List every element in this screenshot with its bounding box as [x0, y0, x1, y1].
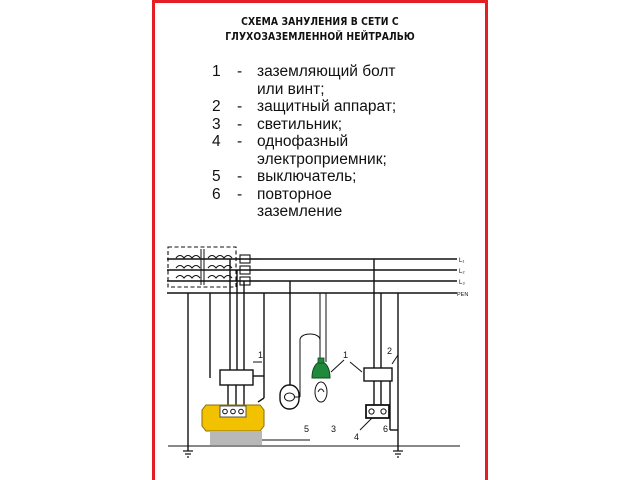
socket-icon	[359, 404, 390, 431]
line-label-l1: L₁	[459, 258, 464, 264]
receiver-branch	[349, 259, 399, 446]
legend-dash: -	[237, 115, 243, 133]
legend-item: 4-однофазный электроприемник;	[212, 133, 396, 168]
title-line-2: ГЛУХОЗАЗЕМЛЕННОЙ НЕЙТРАЛЬЮ	[225, 31, 415, 43]
legend-dash: -	[237, 133, 243, 150]
neutral-ground	[183, 293, 193, 458]
legend-item: 1-заземляющий болт или винт;	[212, 63, 396, 98]
legend-number: 6	[212, 185, 221, 203]
legend-text: заземляющий болт или винт;	[257, 63, 396, 98]
motor-icon	[201, 404, 265, 445]
legend-item: 5-выключатель;	[212, 168, 396, 186]
legend-dash: -	[237, 185, 243, 203]
callout-receiver: 4	[354, 432, 359, 442]
legend-dash: -	[237, 168, 243, 185]
lamp-icon	[311, 357, 331, 403]
legend-item: 6-повторное заземление	[212, 186, 396, 221]
legend-item: 2-защитный аппарат;	[212, 98, 396, 116]
line-label-l2: L₂	[459, 269, 465, 275]
lamp-branch	[299, 293, 327, 362]
callout-reground: 6	[383, 424, 388, 434]
motor-protective-device	[219, 361, 264, 386]
callout-lamp: 3	[331, 424, 336, 434]
transformer-icon	[167, 246, 260, 288]
line-label-pen: PEN	[457, 292, 468, 298]
title-line-1: СХЕМА ЗАНУЛЕНИЯ В СЕТИ С	[241, 16, 399, 28]
poster-title: СХЕМА ЗАНУЛЕНИЯ В СЕТИ С ГЛУХОЗАЗЕМЛЕННО…	[155, 15, 485, 45]
power-lines	[167, 258, 457, 294]
motor-feeders	[209, 259, 265, 405]
legend-text: защитный аппарат;	[257, 98, 397, 115]
legend-item: 3-светильник;	[212, 116, 396, 134]
legend-text: выключатель;	[257, 168, 357, 185]
lamp-bolt-leader	[330, 359, 345, 373]
legend-text: однофазный электроприемник;	[257, 133, 387, 168]
callout-switch: 5	[304, 424, 309, 434]
earth-line	[168, 439, 460, 447]
legend-number: 1	[212, 63, 221, 80]
ground-icon	[393, 446, 403, 458]
legend-number: 5	[212, 168, 221, 185]
legend-number: 3	[212, 115, 221, 133]
callout-bolt-motor: 1	[258, 350, 263, 360]
legend-list: 1-заземляющий болт или винт; 2-защитный …	[212, 63, 396, 221]
switch-branch	[279, 281, 301, 410]
callout-protective-device: 2	[387, 346, 392, 356]
legend-text: повторное заземление	[257, 185, 343, 221]
line-label-l3: L₃	[459, 280, 465, 286]
legend-number: 2	[212, 98, 221, 115]
legend-number: 4	[212, 133, 221, 150]
legend-dash: -	[237, 63, 243, 80]
callout-bolt-lamp: 1	[343, 350, 348, 360]
legend-text: светильник;	[257, 115, 343, 133]
receiver-protective-device	[363, 354, 399, 382]
legend-dash: -	[237, 98, 243, 115]
